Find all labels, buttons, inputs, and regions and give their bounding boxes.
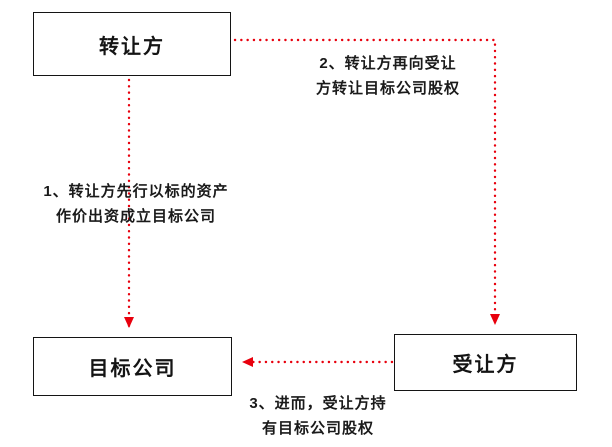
edge-step3-label-line2: 有目标公司股权 xyxy=(261,420,374,437)
edge-step3-label-line1: 3、进而，受让方持 xyxy=(249,395,387,412)
edge-step1-label: 1、转让方先行以标的资产 作价出资成立目标公司 xyxy=(14,179,258,229)
edge-step2-label: 2、转让方再向受让 方转让目标公司股权 xyxy=(288,51,488,101)
node-target-company: 目标公司 xyxy=(33,337,232,396)
edge-step3-label: 3、进而，受让方持 有目标公司股权 xyxy=(230,391,406,441)
node-transferee-label: 受让方 xyxy=(452,354,519,376)
edge-step1-label-line2: 作价出资成立目标公司 xyxy=(55,208,216,225)
edge-step1-label-line1: 1、转让方先行以标的资产 xyxy=(43,183,229,200)
edge-step2-label-line1: 2、转让方再向受让 xyxy=(319,55,457,72)
edge-step2-label-line2: 方转让目标公司股权 xyxy=(315,80,460,97)
node-target-company-label: 目标公司 xyxy=(88,358,177,380)
node-transferor-label: 转让方 xyxy=(99,35,165,58)
node-transferee: 受让方 xyxy=(394,334,577,391)
node-transferor: 转让方 xyxy=(33,12,231,76)
